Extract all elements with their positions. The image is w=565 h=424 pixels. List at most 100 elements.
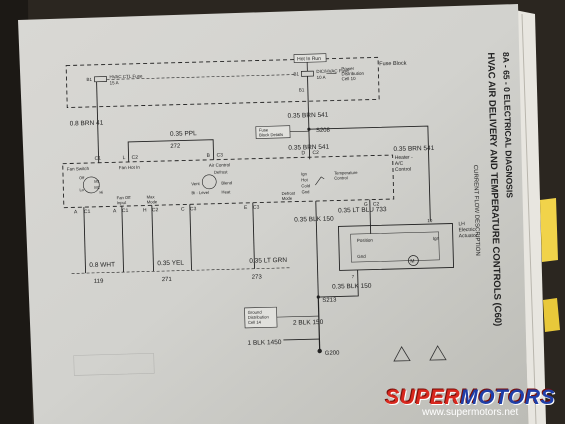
svg-text:7: 7: [352, 274, 355, 279]
svg-text:C2: C2: [312, 150, 319, 156]
wire-brn-541-branch: [308, 125, 431, 222]
svg-text:10 A: 10 A: [316, 75, 325, 80]
svg-text:Off: Off: [79, 175, 85, 180]
yellow-tab: [540, 198, 558, 262]
wire-blk-150-label: 0.35 BLK 150: [294, 216, 334, 224]
wire-blk-150-main: [317, 297, 321, 350]
wire-yel-number: 271: [162, 277, 173, 283]
wire-brn-541-lower-label: 0.35 BRN 541: [288, 144, 329, 152]
wire-blk-150-actuator: [318, 269, 359, 298]
wire-ppl-label: 0.35 PPL: [170, 130, 197, 138]
fuse-block-box: [65, 56, 380, 108]
watermark-url: www.supermotors.net: [422, 407, 519, 418]
svg-text:C: C: [181, 206, 185, 212]
wire-ltgrn-number: 273: [252, 274, 263, 280]
mode-input-labels: Fan Off Input Max Mode Defrost Mode: [117, 191, 296, 206]
svg-text:Hot: Hot: [301, 177, 308, 182]
wire-brn-41-label: 0.8 BRN 41: [70, 120, 104, 128]
actuator-labels: LH Electric Actuator Position Gnd Ign 10…: [352, 218, 478, 279]
svg-text:Fan Switch: Fan Switch: [67, 166, 90, 172]
svg-text:C2: C2: [132, 155, 139, 161]
wire-brn-541: [307, 76, 311, 160]
svg-text:A: A: [113, 208, 117, 214]
fan-switch: Fan Switch Off Lo M1 M2 Hi: [67, 166, 104, 195]
svg-text:15 A: 15 A: [110, 80, 119, 85]
connector-pins: L C2 B C3 D C2 C1 A C1 A C1 H C2 C C3 E …: [74, 150, 380, 215]
wire-blk-1450: [283, 338, 320, 341]
power-distribution-note: Power Distribution Cell 10: [341, 66, 364, 81]
wire-wht-label: 0.8 WHT: [89, 261, 115, 269]
svg-text:Block Details: Block Details: [259, 132, 283, 138]
heater-ac-control-label: Heater - A/C Control: [395, 154, 414, 172]
svg-text:C3: C3: [190, 206, 197, 212]
fan-hot-in-label: Fan Hot In: [119, 165, 141, 171]
svg-text:H: H: [143, 207, 147, 213]
svg-text:Gnd: Gnd: [301, 189, 310, 194]
svg-text:Heater -: Heater -: [395, 154, 414, 160]
svg-text:Gnd: Gnd: [357, 254, 366, 259]
svg-text:A: A: [74, 209, 78, 215]
svg-text:Ign: Ign: [433, 236, 440, 241]
supermotors-watermark: SUPERMOTORS www.supermotors.net: [385, 386, 555, 418]
svg-text:Electric: Electric: [459, 227, 476, 233]
yellow-tab: [543, 298, 560, 332]
svg-text:C1: C1: [84, 209, 91, 215]
svg-text:C1: C1: [122, 208, 129, 214]
svg-text:Ground: Ground: [248, 309, 263, 314]
hvac-ctl-fuse: B1 HVAC CTL Fuse 15 A: [86, 74, 143, 86]
svg-text:C2: C2: [373, 201, 380, 207]
esd-warning-icons: [393, 345, 447, 362]
svg-text:Vent: Vent: [191, 181, 200, 186]
heater-ac-control-box: [62, 154, 395, 209]
temperature-control: Ign Hot Cold Gnd Temperature Control: [301, 170, 358, 194]
svg-text:Bi - Level: Bi - Level: [191, 190, 209, 195]
pin-b1-label: B1: [299, 87, 305, 92]
svg-text:Control: Control: [334, 175, 348, 180]
svg-text:Input: Input: [117, 200, 127, 205]
svg-text:M2: M2: [94, 185, 100, 190]
svg-text:Position: Position: [357, 238, 374, 243]
svg-text:HVAC CTL Fuse: HVAC CTL Fuse: [109, 74, 143, 80]
ground-g200-icon: [317, 348, 322, 354]
svg-text:Temperature: Temperature: [334, 170, 358, 176]
svg-text:C3: C3: [216, 152, 223, 158]
watermark-logo: SUPERMOTORS: [385, 386, 555, 409]
svg-text:LH: LH: [458, 221, 465, 227]
actuator-motor-icon: [408, 255, 419, 266]
splice-s213-label: S213: [322, 298, 337, 304]
air-control-switch: Air Control Defrost Vent Blend Bi - Leve…: [191, 162, 232, 195]
wire-wht-number: 119: [94, 279, 104, 285]
svg-text:Cell 14: Cell 14: [248, 320, 262, 325]
wire-ltblu-label: 0.35 LT BLU 733: [338, 206, 387, 214]
svg-text:B1: B1: [293, 71, 299, 76]
svg-text:B1: B1: [86, 77, 92, 82]
svg-text:M1: M1: [94, 179, 100, 184]
svg-text:Defrost: Defrost: [282, 191, 296, 196]
svg-text:Air Control: Air Control: [209, 162, 230, 168]
wire-ltblu-733: [369, 199, 372, 234]
manual-page: [18, 4, 528, 424]
svg-text:10: 10: [427, 218, 433, 223]
ground-g200-label: G200: [325, 350, 340, 356]
hot-in-run-label: Hot In Run: [297, 56, 321, 63]
svg-text:Distribution: Distribution: [248, 314, 270, 320]
wire-brn-541-label: 0.35 BRN 541: [287, 112, 328, 120]
svg-text:E: E: [244, 205, 248, 211]
svg-text:A/C: A/C: [395, 161, 404, 167]
svg-text:Max: Max: [147, 194, 156, 199]
lh-electric-actuator: [337, 223, 455, 271]
svg-text:Mode: Mode: [147, 199, 158, 204]
svg-text:Cold: Cold: [301, 183, 310, 188]
wire-2blk-label: 2 BLK 150: [293, 319, 324, 327]
bleed-through: [73, 353, 155, 376]
wire-ppl-272: [127, 139, 215, 162]
svg-text:Distribution: Distribution: [341, 71, 364, 77]
svg-text:Fan Off: Fan Off: [117, 195, 132, 200]
wire-brn-541-branch-label: 0.35 BRN 541: [393, 145, 434, 153]
svg-text:DIC/HVAC Fuse: DIC/HVAC Fuse: [316, 68, 349, 74]
svg-text:B: B: [206, 153, 210, 159]
svg-text:L: L: [123, 155, 126, 161]
svg-text:C1: C1: [95, 156, 102, 162]
svg-text:Lo: Lo: [79, 187, 84, 192]
